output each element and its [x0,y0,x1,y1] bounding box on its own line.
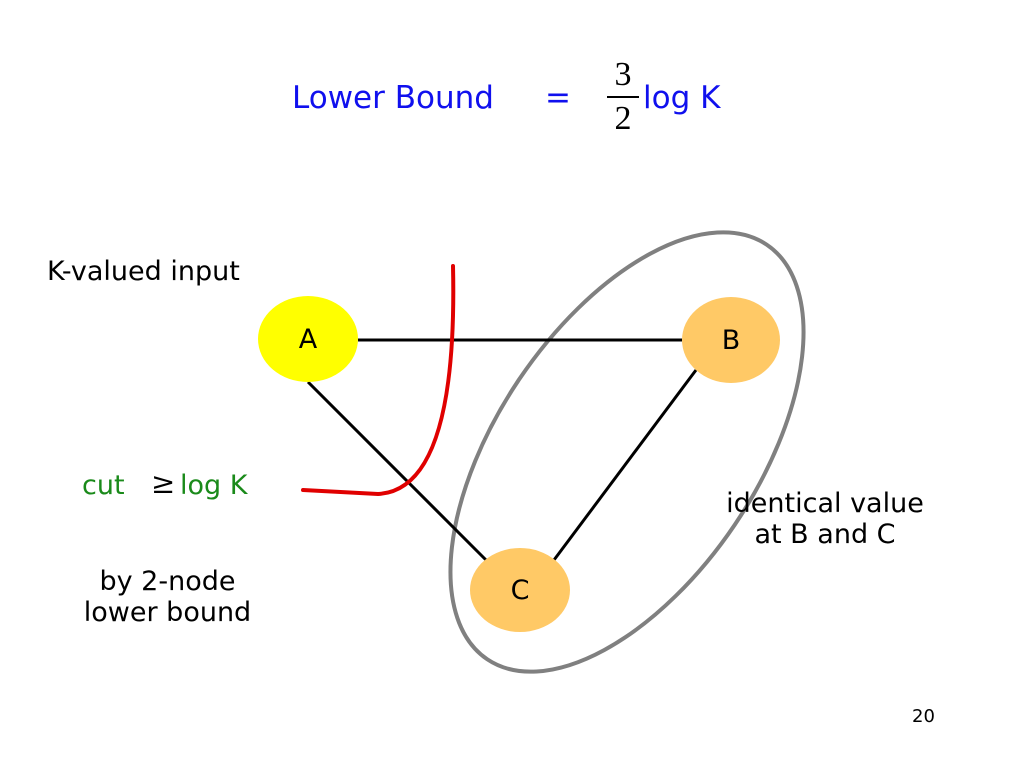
cut-curve [301,264,456,497]
node-b-label: B [721,324,741,356]
cut-log-k: log K [180,470,248,501]
node-a: A [258,296,358,382]
edge-b-c [552,369,698,561]
title-lower-bound: Lower Bound [292,80,494,116]
two-node-bound-note: by 2-node lower bound [70,566,265,628]
title-fraction: 3 2 [605,58,641,138]
identical-line1: identical value [726,488,924,519]
node-c: C [470,548,570,632]
node-a-label: A [298,323,318,355]
two-node-line1: by 2-node [99,566,236,597]
edge-a-c [306,380,488,562]
cut-label: cut [82,470,125,501]
page-number: 20 [912,706,935,727]
identical-line2: at B and C [754,519,896,550]
title-log-k: log K [643,80,721,116]
fraction-denominator: 2 [614,100,632,137]
two-node-line2: lower bound [83,597,252,628]
identical-value-note: identical value at B and C [706,488,944,550]
bc-group-ellipse [448,230,806,674]
node-b: B [682,297,780,383]
k-valued-input-label: K-valued input [47,256,240,287]
cut-geq-symbol: ≥ [151,466,176,500]
fraction-numerator: 3 [614,56,632,93]
node-c-label: C [510,574,530,606]
fraction-bar [607,96,639,98]
title-equals: = [545,80,571,116]
